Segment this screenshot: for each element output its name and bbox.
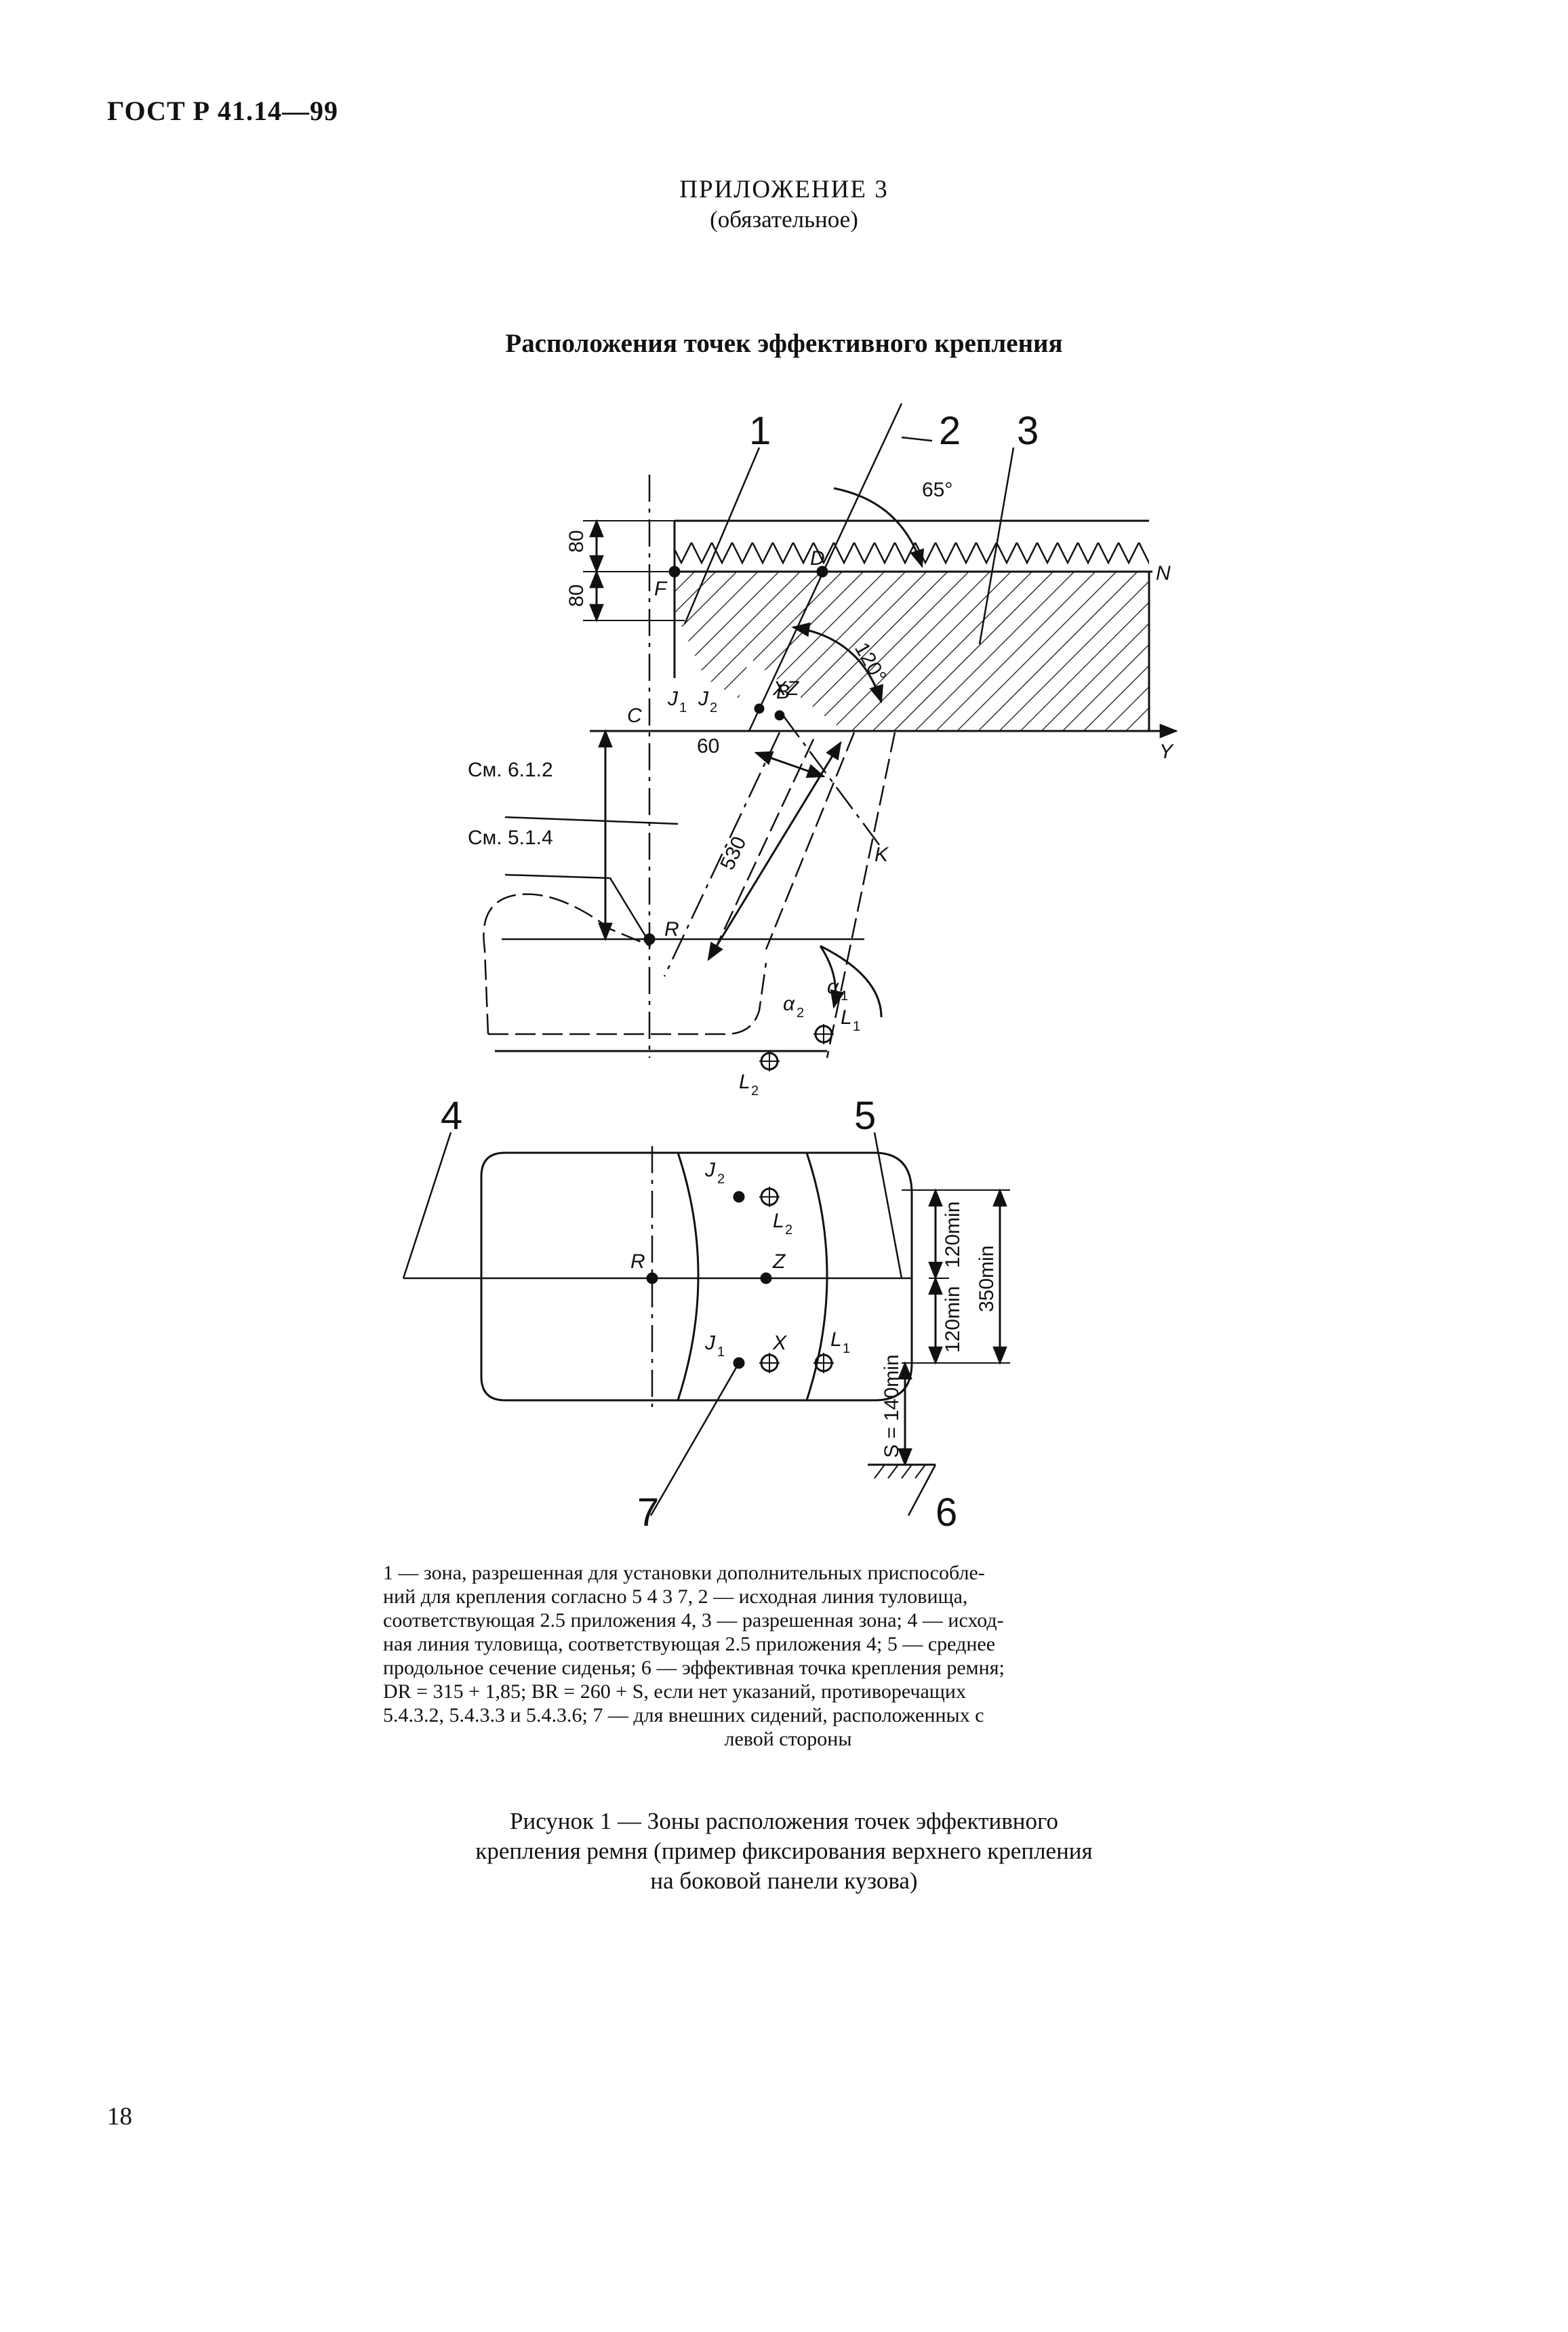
- plan-point-l1-sub: 1: [843, 1341, 850, 1356]
- side-view: [483, 403, 1178, 1071]
- dim-s-140min: S = 140min: [881, 1354, 903, 1458]
- callout-4: 4: [441, 1094, 462, 1138]
- point-j2-sub: 2: [710, 700, 717, 715]
- callout-7: 7: [637, 1490, 659, 1535]
- point-d: D: [810, 547, 825, 570]
- caption-line: на боковой панели кузова): [650, 1867, 918, 1894]
- callout-6: 6: [936, 1490, 957, 1535]
- plan-point-j1-sub: 1: [717, 1345, 725, 1360]
- dim-120min-top: 120min: [942, 1202, 964, 1268]
- dim-120min-bottom: 120min: [942, 1286, 964, 1353]
- plan-view: [402, 1132, 1010, 1516]
- legend-line: 5.4.3.2, 5.4.3.3 и 5.4.3.6; 7 — для внеш…: [383, 1704, 984, 1726]
- alpha-2: α: [783, 993, 795, 1015]
- point-c: C: [627, 705, 642, 727]
- callout-5: 5: [854, 1094, 876, 1138]
- page-number: 18: [107, 2103, 132, 2131]
- dim-530: 530: [716, 833, 750, 873]
- point-l2: L: [739, 1071, 750, 1093]
- point-f: F: [654, 578, 668, 600]
- dim-80-bottom: 80: [565, 585, 588, 607]
- ref-514: См. 5.1.4: [468, 827, 553, 849]
- plan-point-l2: L: [773, 1210, 784, 1232]
- legend-line: левой стороны: [724, 1728, 852, 1750]
- legend-line: 1 — зона, разрешенная для установки допо…: [383, 1562, 985, 1584]
- dim-80-top: 80: [565, 530, 588, 553]
- plan-point-j2: J: [704, 1159, 716, 1181]
- point-xz: XZ: [772, 677, 800, 700]
- alpha-1: α: [827, 976, 839, 998]
- figure-legend: 1 — зона, разрешенная для установки допо…: [383, 1561, 1193, 1751]
- side-view-labels: 1 2 3 65° D N F C Y XZ B J 1 J 2 K R 60 …: [468, 409, 1174, 1099]
- plan-point-l1: L: [830, 1328, 842, 1351]
- point-k: K: [875, 844, 889, 866]
- caption-line: крепления ремня (пример фиксирования вер…: [475, 1838, 1093, 1864]
- caption-line: Рисунок 1 — Зоны расположения точек эффе…: [510, 1808, 1058, 1834]
- point-y: Y: [1159, 740, 1174, 763]
- legend-line: ная линия туловища, соответствующая 2.5 …: [383, 1633, 996, 1655]
- section-title: Расположения точек эффективного креплени…: [505, 329, 1063, 358]
- callout-2: 2: [939, 409, 961, 453]
- document-code: ГОСТ Р 41.14—99: [107, 96, 339, 126]
- point-j2: J: [698, 688, 709, 710]
- point-b: B: [776, 681, 790, 703]
- legend-line: продольное сечение сиденья; 6 — эффектив…: [383, 1657, 1005, 1679]
- point-r: R: [664, 918, 679, 941]
- angle-65: 65°: [922, 479, 952, 501]
- annex-title: ПРИЛОЖЕНИЕ 3: [679, 176, 889, 203]
- plan-point-r: R: [630, 1250, 645, 1273]
- legend-line: ний для крепления согласно 5 4 3 7, 2 — …: [383, 1585, 968, 1608]
- legend-line: соответствующая 2.5 приложения 4, 3 — ра…: [383, 1609, 1004, 1632]
- point-l1: L: [841, 1006, 852, 1029]
- alpha-2-sub: 2: [797, 1006, 804, 1021]
- point-j1: J: [667, 688, 679, 710]
- point-j1-sub: 1: [679, 700, 687, 715]
- technical-drawing: 1 2 3 65° D N F C Y XZ B J 1 J 2 K R 60 …: [402, 403, 1178, 1535]
- point-l1-sub: 1: [853, 1019, 860, 1034]
- dim-350min: 350min: [976, 1246, 998, 1312]
- plan-point-l2-sub: 2: [785, 1223, 792, 1238]
- plan-point-z: Z: [772, 1250, 786, 1273]
- plan-point-x: X: [772, 1332, 787, 1354]
- plan-point-j2-sub: 2: [717, 1172, 725, 1187]
- plan-point-j1: J: [704, 1332, 716, 1354]
- figure-caption: Рисунок 1 — Зоны расположения точек эффе…: [0, 1806, 1568, 1896]
- legend-line: DR = 315 + 1,85; BR = 260 + S, если нет …: [383, 1680, 966, 1703]
- callout-3: 3: [1017, 409, 1039, 453]
- alpha-1-sub: 1: [841, 989, 848, 1004]
- callout-1: 1: [749, 409, 771, 453]
- point-l2-sub: 2: [751, 1084, 759, 1099]
- point-n: N: [1156, 562, 1171, 585]
- plan-view-labels: 4 5 6 7 R Z X J 1 J 2 L 1 L 2 120min 120…: [441, 1094, 998, 1535]
- ref-612: См. 6.1.2: [468, 759, 553, 781]
- dim-60: 60: [697, 735, 719, 757]
- annex-subtitle: (обязательное): [710, 206, 858, 233]
